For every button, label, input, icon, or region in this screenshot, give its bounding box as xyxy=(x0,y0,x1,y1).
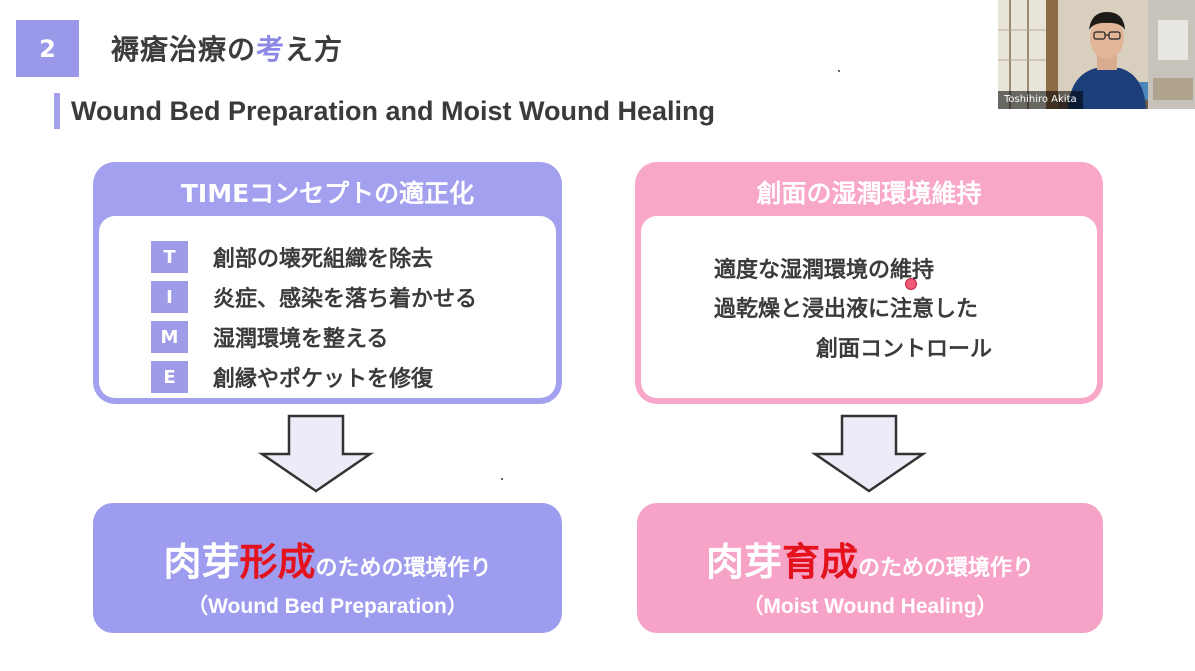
subtitle-accent-bar xyxy=(54,93,60,129)
environment-phrase: のための環境作り xyxy=(315,556,492,581)
time-concept-heading: TIMEコンセプトの適正化 xyxy=(180,179,475,208)
time-concept-panel: TIMEコンセプトの適正化 T 創部の壊死組織を除去 I 炎症、感染を落ち着かせ… xyxy=(93,162,562,404)
webcam-video-feed xyxy=(998,0,1195,109)
time-letter-t: T xyxy=(151,241,188,273)
title-part-1: 褥瘡治療の xyxy=(111,33,257,66)
slide-title: 褥瘡治療の考え方 xyxy=(111,28,343,68)
time-text-t: 創部の壊死組織を除去 xyxy=(213,247,434,272)
moist-environment-panel: 創面の湿潤環境維持 適度な湿潤環境の維持 過乾燥と浸出液に注意した 創面コントロ… xyxy=(635,162,1103,404)
time-concept-body: T 創部の壊死組織を除去 I 炎症、感染を落ち着かせる M 湿潤環境を整える E… xyxy=(99,216,556,398)
formation-word: 形成 xyxy=(239,540,316,584)
dust-speck xyxy=(838,70,840,72)
moist-wound-healing-label: （Moist Wound Healing） xyxy=(742,595,998,618)
webcam-thumbnail[interactable]: Toshihiro Akita xyxy=(998,0,1195,109)
time-list: T 創部の壊死組織を除去 I 炎症、感染を落ち着かせる M 湿潤環境を整える E… xyxy=(151,237,477,397)
granulation-growth-box: 肉芽育成のための環境作り （Moist Wound Healing） xyxy=(637,503,1103,633)
time-letter-m: M xyxy=(151,321,188,353)
pointer-dot-icon xyxy=(905,278,917,290)
time-item-m: M 湿潤環境を整える xyxy=(151,317,477,357)
title-part-2: え方 xyxy=(285,33,344,66)
wound-bed-preparation-label: （Wound Bed Preparation） xyxy=(187,595,468,618)
slide-number-badge: 2 xyxy=(16,20,79,77)
moist-line-1: 適度な湿潤環境の維持 xyxy=(714,258,935,283)
dust-speck xyxy=(501,478,503,480)
granulation-word: 肉芽 xyxy=(705,540,782,584)
moist-line-2: 過乾燥と浸出液に注意した xyxy=(714,297,979,322)
growth-word: 育成 xyxy=(781,540,858,584)
granulation-word: 肉芽 xyxy=(163,540,240,584)
time-item-i: I 炎症、感染を落ち着かせる xyxy=(151,277,477,317)
granulation-growth-label: 肉芽育成のための環境作り xyxy=(637,531,1103,586)
moist-environment-body: 適度な湿潤環境の維持 過乾燥と浸出液に注意した 創面コントロール xyxy=(641,216,1097,398)
title-highlight: 考 xyxy=(256,33,286,66)
time-text-i: 炎症、感染を落ち着かせる xyxy=(213,287,478,312)
time-item-e: E 創縁やポケットを修復 xyxy=(151,357,477,397)
down-arrow-right-icon xyxy=(810,414,928,493)
down-arrow-left-icon xyxy=(257,414,375,493)
moist-environment-heading: 創面の湿潤環境維持 xyxy=(756,179,982,208)
time-text-m: 湿潤環境を整える xyxy=(213,327,389,352)
environment-phrase: のための環境作り xyxy=(858,556,1035,581)
granulation-formation-box: 肉芽形成のための環境作り （Wound Bed Preparation） xyxy=(93,503,562,633)
time-letter-e: E xyxy=(151,361,188,393)
time-item-t: T 創部の壊死組織を除去 xyxy=(151,237,477,277)
time-text-e: 創縁やポケットを修復 xyxy=(213,367,434,392)
slide-subtitle: Wound Bed Preparation and Moist Wound He… xyxy=(71,96,716,126)
moist-line-3: 創面コントロール xyxy=(816,337,993,362)
participant-name: Toshihiro Akita xyxy=(998,91,1083,109)
time-letter-i: I xyxy=(151,281,188,313)
granulation-formation-label: 肉芽形成のための環境作り xyxy=(93,531,562,586)
